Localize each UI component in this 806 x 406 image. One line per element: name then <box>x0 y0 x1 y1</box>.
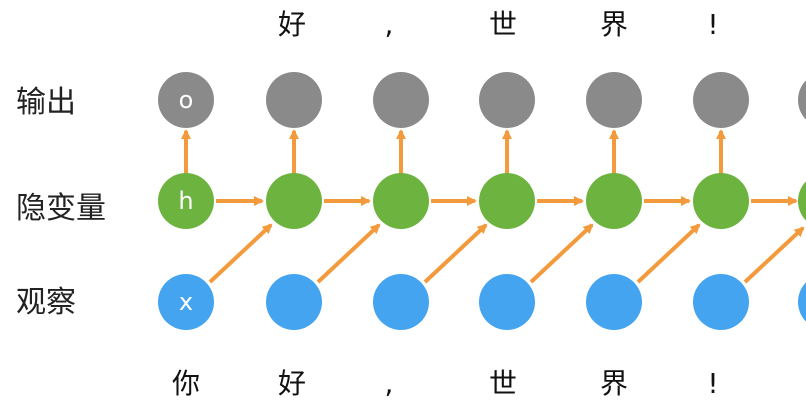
bottom-token: 你 <box>172 367 200 400</box>
arrow-observation-to-hidden <box>208 223 273 284</box>
hidden-node-symbol: h <box>178 187 193 215</box>
hidden-node <box>479 173 535 229</box>
arrow-observation-to-hidden <box>743 226 805 284</box>
observation-node-symbol: x <box>179 288 193 316</box>
observation-node <box>693 274 749 330</box>
bottom-token: 界 <box>600 367 628 400</box>
row-label-hidden: 隐变量 <box>16 191 106 226</box>
output-node-symbol: o <box>179 86 194 114</box>
top-token: ! <box>707 8 718 41</box>
arrow-observation-to-hidden <box>316 223 381 284</box>
output-row: o <box>158 72 806 128</box>
observation-node <box>158 274 214 330</box>
observation-node <box>586 274 642 330</box>
output-node <box>158 72 214 128</box>
row-label-output: 输出 <box>16 85 76 120</box>
arrow-observation-to-hidden <box>636 223 701 284</box>
bottom-token: 世 <box>489 367 517 400</box>
output-node <box>798 80 806 120</box>
bottom-token: 好 <box>278 367 306 400</box>
observation-node <box>479 274 535 330</box>
hidden-row: h <box>158 173 806 229</box>
output-node <box>586 72 642 128</box>
hidden-node <box>693 173 749 229</box>
output-node <box>693 72 749 128</box>
hidden-node <box>266 173 322 229</box>
hidden-node <box>586 173 642 229</box>
hidden-node <box>158 173 214 229</box>
row-label-observation: 观察 <box>16 285 76 320</box>
observation-node <box>266 274 322 330</box>
top-token: 好 <box>278 8 306 41</box>
top-token: , <box>385 8 394 41</box>
hidden-node <box>373 173 429 229</box>
observation-row: x <box>158 274 806 330</box>
output-node <box>266 72 322 128</box>
output-node <box>373 72 429 128</box>
top-token: 世 <box>489 8 517 41</box>
bottom-token: ! <box>707 367 718 400</box>
hidden-node <box>798 181 806 221</box>
arrow-observation-to-hidden <box>423 223 488 284</box>
arrows-layer <box>181 129 805 284</box>
observation-node <box>798 282 806 322</box>
arrow-observation-to-hidden <box>529 223 594 284</box>
top-token: 界 <box>600 8 628 41</box>
observation-node <box>373 274 429 330</box>
output-node <box>479 72 535 128</box>
bottom-token: , <box>385 367 394 400</box>
